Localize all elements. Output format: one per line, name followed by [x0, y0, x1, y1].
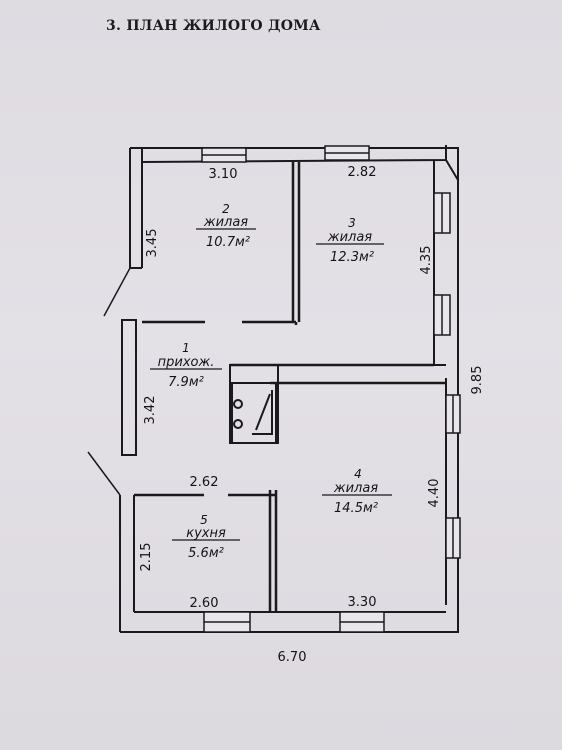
north-wall — [130, 147, 447, 164]
dimension-label: 9.85 — [470, 366, 485, 395]
room-name: жилая — [327, 230, 372, 245]
room-name: прихож. — [158, 355, 215, 370]
room-number: 1 — [182, 341, 190, 355]
dimension-label: 2.60 — [190, 596, 219, 611]
room-number: 3 — [348, 216, 356, 230]
room-area: 5.6м² — [188, 546, 224, 561]
room-area: 12.3м² — [330, 250, 374, 265]
dimension-label: 3.45 — [145, 229, 160, 258]
room-number: 5 — [200, 513, 208, 527]
room-number: 4 — [354, 467, 362, 481]
dimension-label: 4.40 — [427, 479, 442, 508]
door-upper-left — [103, 267, 131, 317]
east-wall-outer — [446, 147, 459, 180]
room-number: 2 — [222, 202, 230, 216]
room-area: 10.7м² — [206, 235, 250, 250]
windows — [201, 145, 461, 633]
stove — [229, 364, 279, 444]
dimension-label: 3.30 — [348, 595, 377, 610]
dimension-label: 4.35 — [419, 246, 434, 275]
north-wall-outline — [129, 148, 143, 268]
dimension-label: 3.42 — [143, 396, 158, 425]
room-area: 7.9м² — [168, 375, 204, 390]
interior-walls — [134, 162, 446, 612]
room-area: 14.5м² — [334, 501, 378, 516]
west-wall-lower — [119, 495, 135, 632]
dimension-label: 2.82 — [348, 165, 377, 180]
dimension-label: 3.10 — [209, 167, 238, 182]
exterior-walls — [119, 145, 459, 633]
dimension-label: 6.70 — [278, 650, 307, 665]
dimension-label: 2.62 — [190, 475, 219, 490]
wall-between-room2-room3 — [291, 162, 301, 322]
area-underlines — [150, 228, 392, 541]
door-lower-left — [87, 451, 121, 496]
wall-kitchen-right — [268, 490, 278, 612]
room-name: кухня — [186, 526, 226, 541]
west-wall-middle — [121, 319, 137, 456]
room-name: жилая — [203, 215, 248, 230]
room-name: жилая — [333, 481, 378, 496]
south-wall — [120, 611, 459, 633]
dimension-label: 2.15 — [139, 543, 154, 572]
door-swings — [87, 267, 131, 496]
document-title: 3. ПЛАН ЖИЛОГО ДОМА — [106, 18, 321, 34]
wall-room3-bottom — [230, 322, 434, 367]
